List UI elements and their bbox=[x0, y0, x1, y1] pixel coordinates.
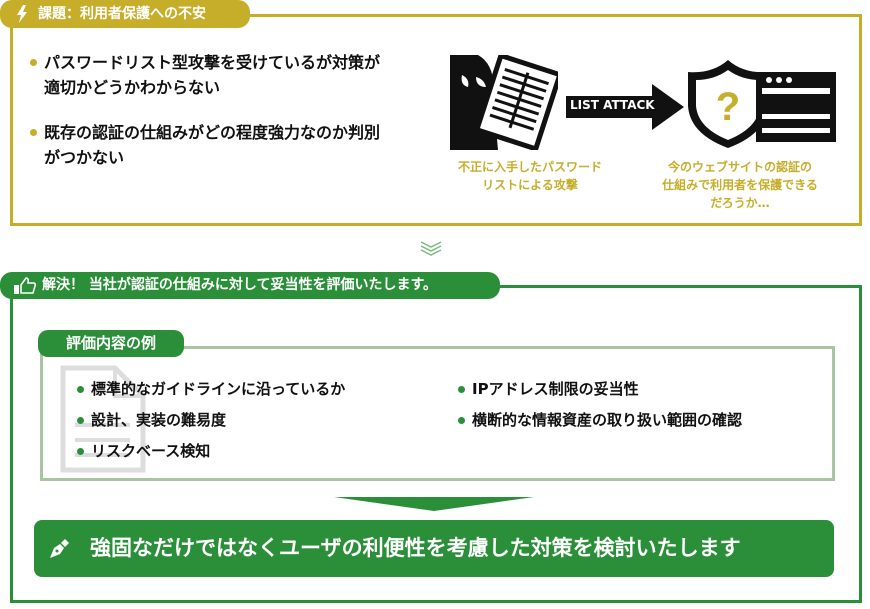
problem-title-badge: 課題：利用者保護への不安 bbox=[0, 0, 250, 28]
conclusion-banner: 強固なだけではなくユーザの利便性を考慮した対策を検討いたします bbox=[34, 520, 834, 577]
list-attack-arrow: LIST ATTACK bbox=[566, 84, 684, 130]
pen-icon bbox=[50, 539, 69, 558]
conclusion-text: 強固なだけではなくユーザの利便性を考慮した対策を検討いたします bbox=[90, 536, 741, 560]
solution-title: 解決！ 当社が認証の仕組みに対して妥当性を評価いたします。 bbox=[42, 277, 438, 293]
concern-caption: 今のウェブサイトの認証の 仕組みで利用者を保護できる だろうか… bbox=[662, 160, 818, 210]
example-item: 設計、実装の難易度 bbox=[76, 408, 226, 433]
lightning-icon bbox=[17, 5, 27, 23]
down-arrow-triangle bbox=[334, 497, 534, 511]
example-item: 標準的なガイドラインに沿っているか bbox=[76, 377, 345, 402]
attacker-password-list-icon bbox=[450, 55, 558, 150]
problem-panel bbox=[10, 14, 862, 226]
attack-caption: 不正に入手したパスワード リストによる攻撃 bbox=[457, 160, 602, 192]
examples-box bbox=[40, 346, 835, 481]
question-mark: ? bbox=[716, 85, 740, 129]
solution-title-badge: 解決！ 当社が認証の仕組みに対して妥当性を評価いたします。 bbox=[0, 272, 500, 299]
shield-browser-icon: ? bbox=[688, 60, 836, 148]
example-item: IPアドレス制限の妥当性 bbox=[458, 377, 639, 402]
examples-title: 評価内容の例 bbox=[38, 330, 184, 357]
document-icon bbox=[60, 365, 146, 473]
problem-title: 課題：利用者保護への不安 bbox=[38, 6, 206, 22]
problem-bullet: パスワードリスト型攻撃を受けているが対策が 適切かどうかわからない bbox=[29, 50, 380, 100]
problem-bullet: 既存の認証の仕組みがどの程度強力なのか判別 がつかない bbox=[29, 120, 380, 170]
thumbs-up-icon bbox=[14, 277, 36, 294]
example-item: 横断的な情報資産の取り扱い範囲の確認 bbox=[457, 408, 742, 433]
list-attack-label: LIST ATTACK bbox=[570, 98, 655, 112]
example-item: リスクベース検知 bbox=[76, 439, 210, 464]
chevron-down-icon bbox=[420, 241, 442, 256]
